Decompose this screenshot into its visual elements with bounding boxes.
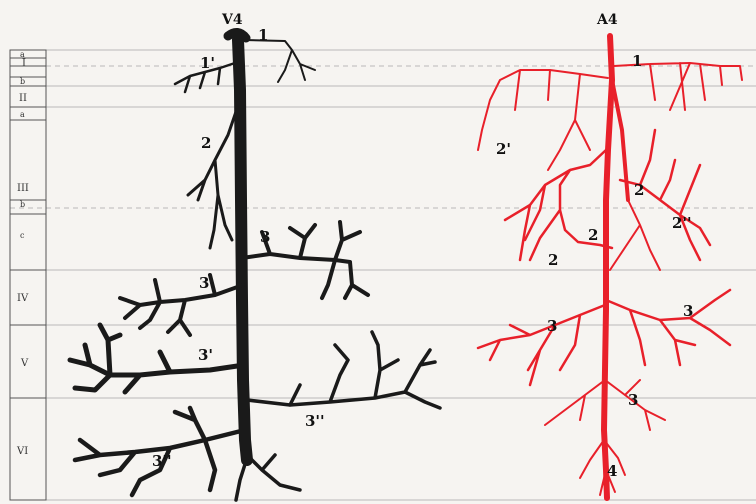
vein-label-1: 1: [258, 26, 268, 44]
vein-label-1prime: 1': [200, 54, 215, 72]
artery-tree: [478, 36, 742, 498]
artery-label-2prime: 2': [496, 140, 511, 158]
vein-label-3-right: 3: [260, 228, 270, 246]
artery-label-3-left: 3: [547, 317, 557, 335]
artery-label-3-right: 3: [683, 302, 693, 320]
layer-column-frame: [10, 50, 46, 500]
layer-III-sub-a: a: [20, 110, 25, 119]
artery-label-2dprime: 2'': [672, 214, 692, 232]
artery-label-2-loop: 2: [588, 226, 598, 244]
artery-label-2-right: 2: [634, 181, 644, 199]
layer-column: [10, 50, 46, 500]
layer-labels: a I b II a III b c IV V VI: [16, 50, 29, 457]
artery-title: A4: [596, 12, 618, 28]
layer-III-sub-b: b: [20, 200, 25, 209]
layer-III-sub-c: c: [20, 231, 25, 240]
vein-label-3dprime-left: 3'': [152, 452, 172, 470]
artery-label-3-lower: 3: [628, 391, 638, 409]
layer-II-label: II: [19, 93, 27, 104]
artery-label-4: 4: [607, 462, 617, 480]
vein-bottom-forks: [236, 455, 300, 500]
artery-label-1: 1: [632, 52, 642, 70]
layer-grid: [10, 50, 756, 500]
layer-IV-label: IV: [17, 293, 29, 304]
artery-branch-2dprime: [610, 200, 660, 270]
vein-tree: [70, 32, 440, 500]
vessel-titles: V4 A4: [221, 12, 618, 28]
artery-branch-3-right: [606, 290, 730, 365]
layer-I-label: I: [22, 58, 26, 69]
vein-title: V4: [221, 12, 243, 28]
vein-branch-1: [244, 40, 315, 82]
layer-I-sub-b: b: [20, 77, 25, 86]
vein-branch-2: [188, 100, 240, 248]
layer-V-label: V: [20, 358, 29, 369]
vein-label-3prime: 3': [198, 346, 213, 364]
vein-branch-3-left: [120, 275, 243, 335]
vein-branch-3dprime-right: [247, 332, 440, 408]
vein-label-2: 2: [201, 134, 211, 152]
layer-III-label: III: [17, 183, 29, 194]
vein-label-3dprime-right: 3'': [305, 412, 325, 430]
artery-branch-3-left: [478, 305, 605, 385]
vein-branch-3prime: [70, 325, 244, 392]
artery-label-2-left: 2: [548, 251, 558, 269]
vein-label-3-left: 3: [199, 274, 209, 292]
artery-labels: 1 2' 2 2'' 2 2 3 3 3 4: [496, 52, 693, 480]
layer-VI-label: VI: [16, 446, 28, 457]
